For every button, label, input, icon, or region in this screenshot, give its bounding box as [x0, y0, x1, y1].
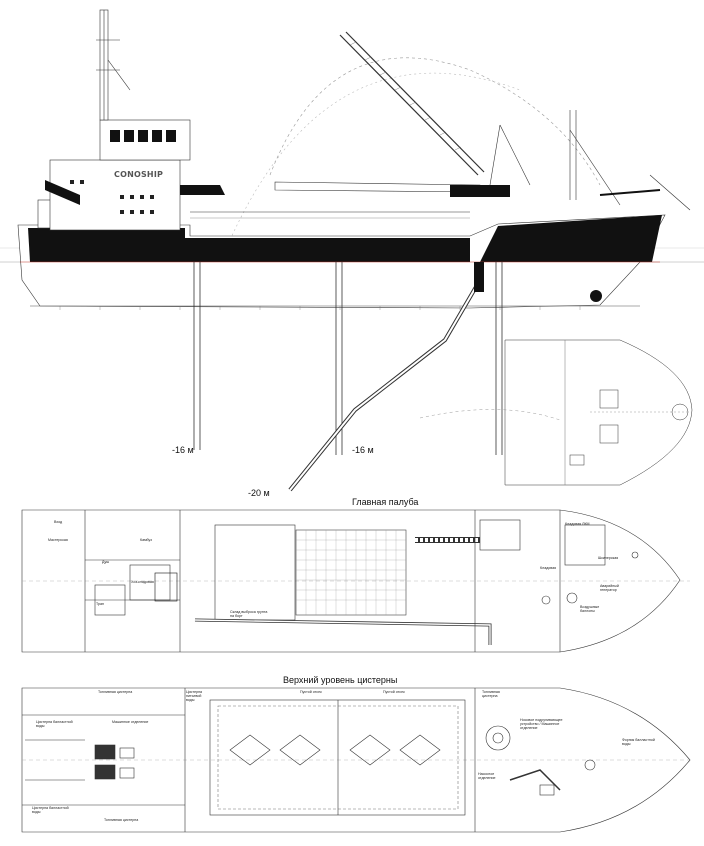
depth-label-aft: -16 м: [172, 445, 194, 455]
tank-label: Пустой отсек: [383, 690, 405, 694]
room-label: Кладовая ЛКМ: [565, 522, 590, 526]
tank-label: Носовое подруливающее устройство / Машин…: [520, 718, 563, 730]
tank-label: Топливная цистерна: [104, 818, 139, 822]
tank-label: Цистерна балластной воды: [32, 806, 69, 814]
tank-label: Топливная цистерна: [482, 690, 500, 698]
room-label: Трап: [96, 602, 104, 606]
room-label: Вход: [54, 520, 63, 524]
brand-logo: CONOSHIP: [114, 170, 164, 179]
tank-level-title: Верхний уровень цистерны: [283, 675, 398, 685]
tank-label: Цистерна питьевой воды: [186, 690, 203, 702]
room-label: Склад выброса грунта на борт: [230, 610, 268, 618]
main-deck-title: Главная палуба: [352, 497, 419, 507]
room-label: Камбуз: [140, 538, 152, 542]
depth-label-dredge: -20 м: [248, 488, 270, 498]
room-label: Воздушные баллоны: [580, 605, 600, 613]
tank-label: Цистерна балластной воды: [36, 720, 73, 728]
room-label: Шкиперская: [598, 556, 619, 560]
main-deck-plan: [21, 509, 690, 653]
tank-label: Машинное отделение: [112, 720, 149, 724]
tank-label: Форпик балластной воды: [622, 738, 655, 746]
tank-label: Пустой отсек: [300, 690, 322, 694]
room-label: Душ: [102, 560, 110, 564]
side-elevation: [0, 9, 704, 492]
depth-label-mid: -16 м: [352, 445, 374, 455]
bow-plan-view: [419, 339, 693, 486]
tank-label: Насосное отделение: [478, 772, 496, 780]
tank-level-plan: [21, 687, 691, 833]
room-label: Аварийный генератор: [600, 584, 619, 592]
tank-label: Топливная цистерна: [98, 690, 133, 694]
hull-black-aft: [28, 228, 185, 262]
room-label: Хоз-кладовая: [131, 580, 154, 584]
room-label: Мастерская: [48, 538, 68, 542]
room-label: Кладовая: [540, 566, 557, 570]
